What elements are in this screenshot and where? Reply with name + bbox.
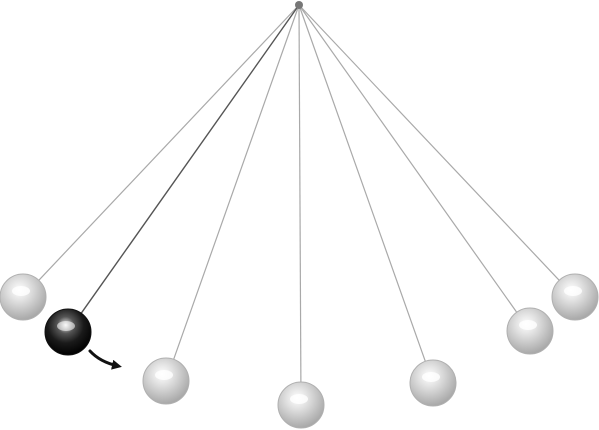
- ball-highlight: [564, 286, 582, 296]
- ghost-pendulum-ball: [409, 359, 457, 407]
- pendulum-balls: [0, 273, 599, 429]
- ball-highlight: [519, 320, 537, 330]
- ball-highlight: [57, 321, 75, 331]
- ghost-pendulum-string: [173, 4, 300, 360]
- ghost-pendulum-string: [298, 4, 560, 281]
- ghost-pendulum-ball: [506, 307, 554, 355]
- ball-highlight: [290, 394, 308, 404]
- ball-highlight: [12, 286, 30, 296]
- active-pendulum-ball: [44, 308, 92, 356]
- ghost-pendulum-string: [38, 4, 300, 281]
- curved-arrow-icon: [88, 349, 122, 370]
- pendulum-strings: [38, 4, 560, 383]
- ball-highlight: [422, 372, 440, 382]
- ghost-pendulum-ball: [551, 273, 599, 321]
- ghost-pendulum-ball: [142, 357, 190, 405]
- active-pendulum-string: [80, 4, 300, 314]
- ghost-pendulum-string: [298, 4, 426, 362]
- pivot-point: [295, 1, 303, 9]
- ghost-pendulum-string: [298, 4, 518, 313]
- ghost-pendulum-string: [298, 4, 302, 383]
- ghost-pendulum-ball: [277, 381, 325, 429]
- ghost-pendulum-ball: [0, 273, 47, 321]
- ball-highlight: [155, 370, 173, 380]
